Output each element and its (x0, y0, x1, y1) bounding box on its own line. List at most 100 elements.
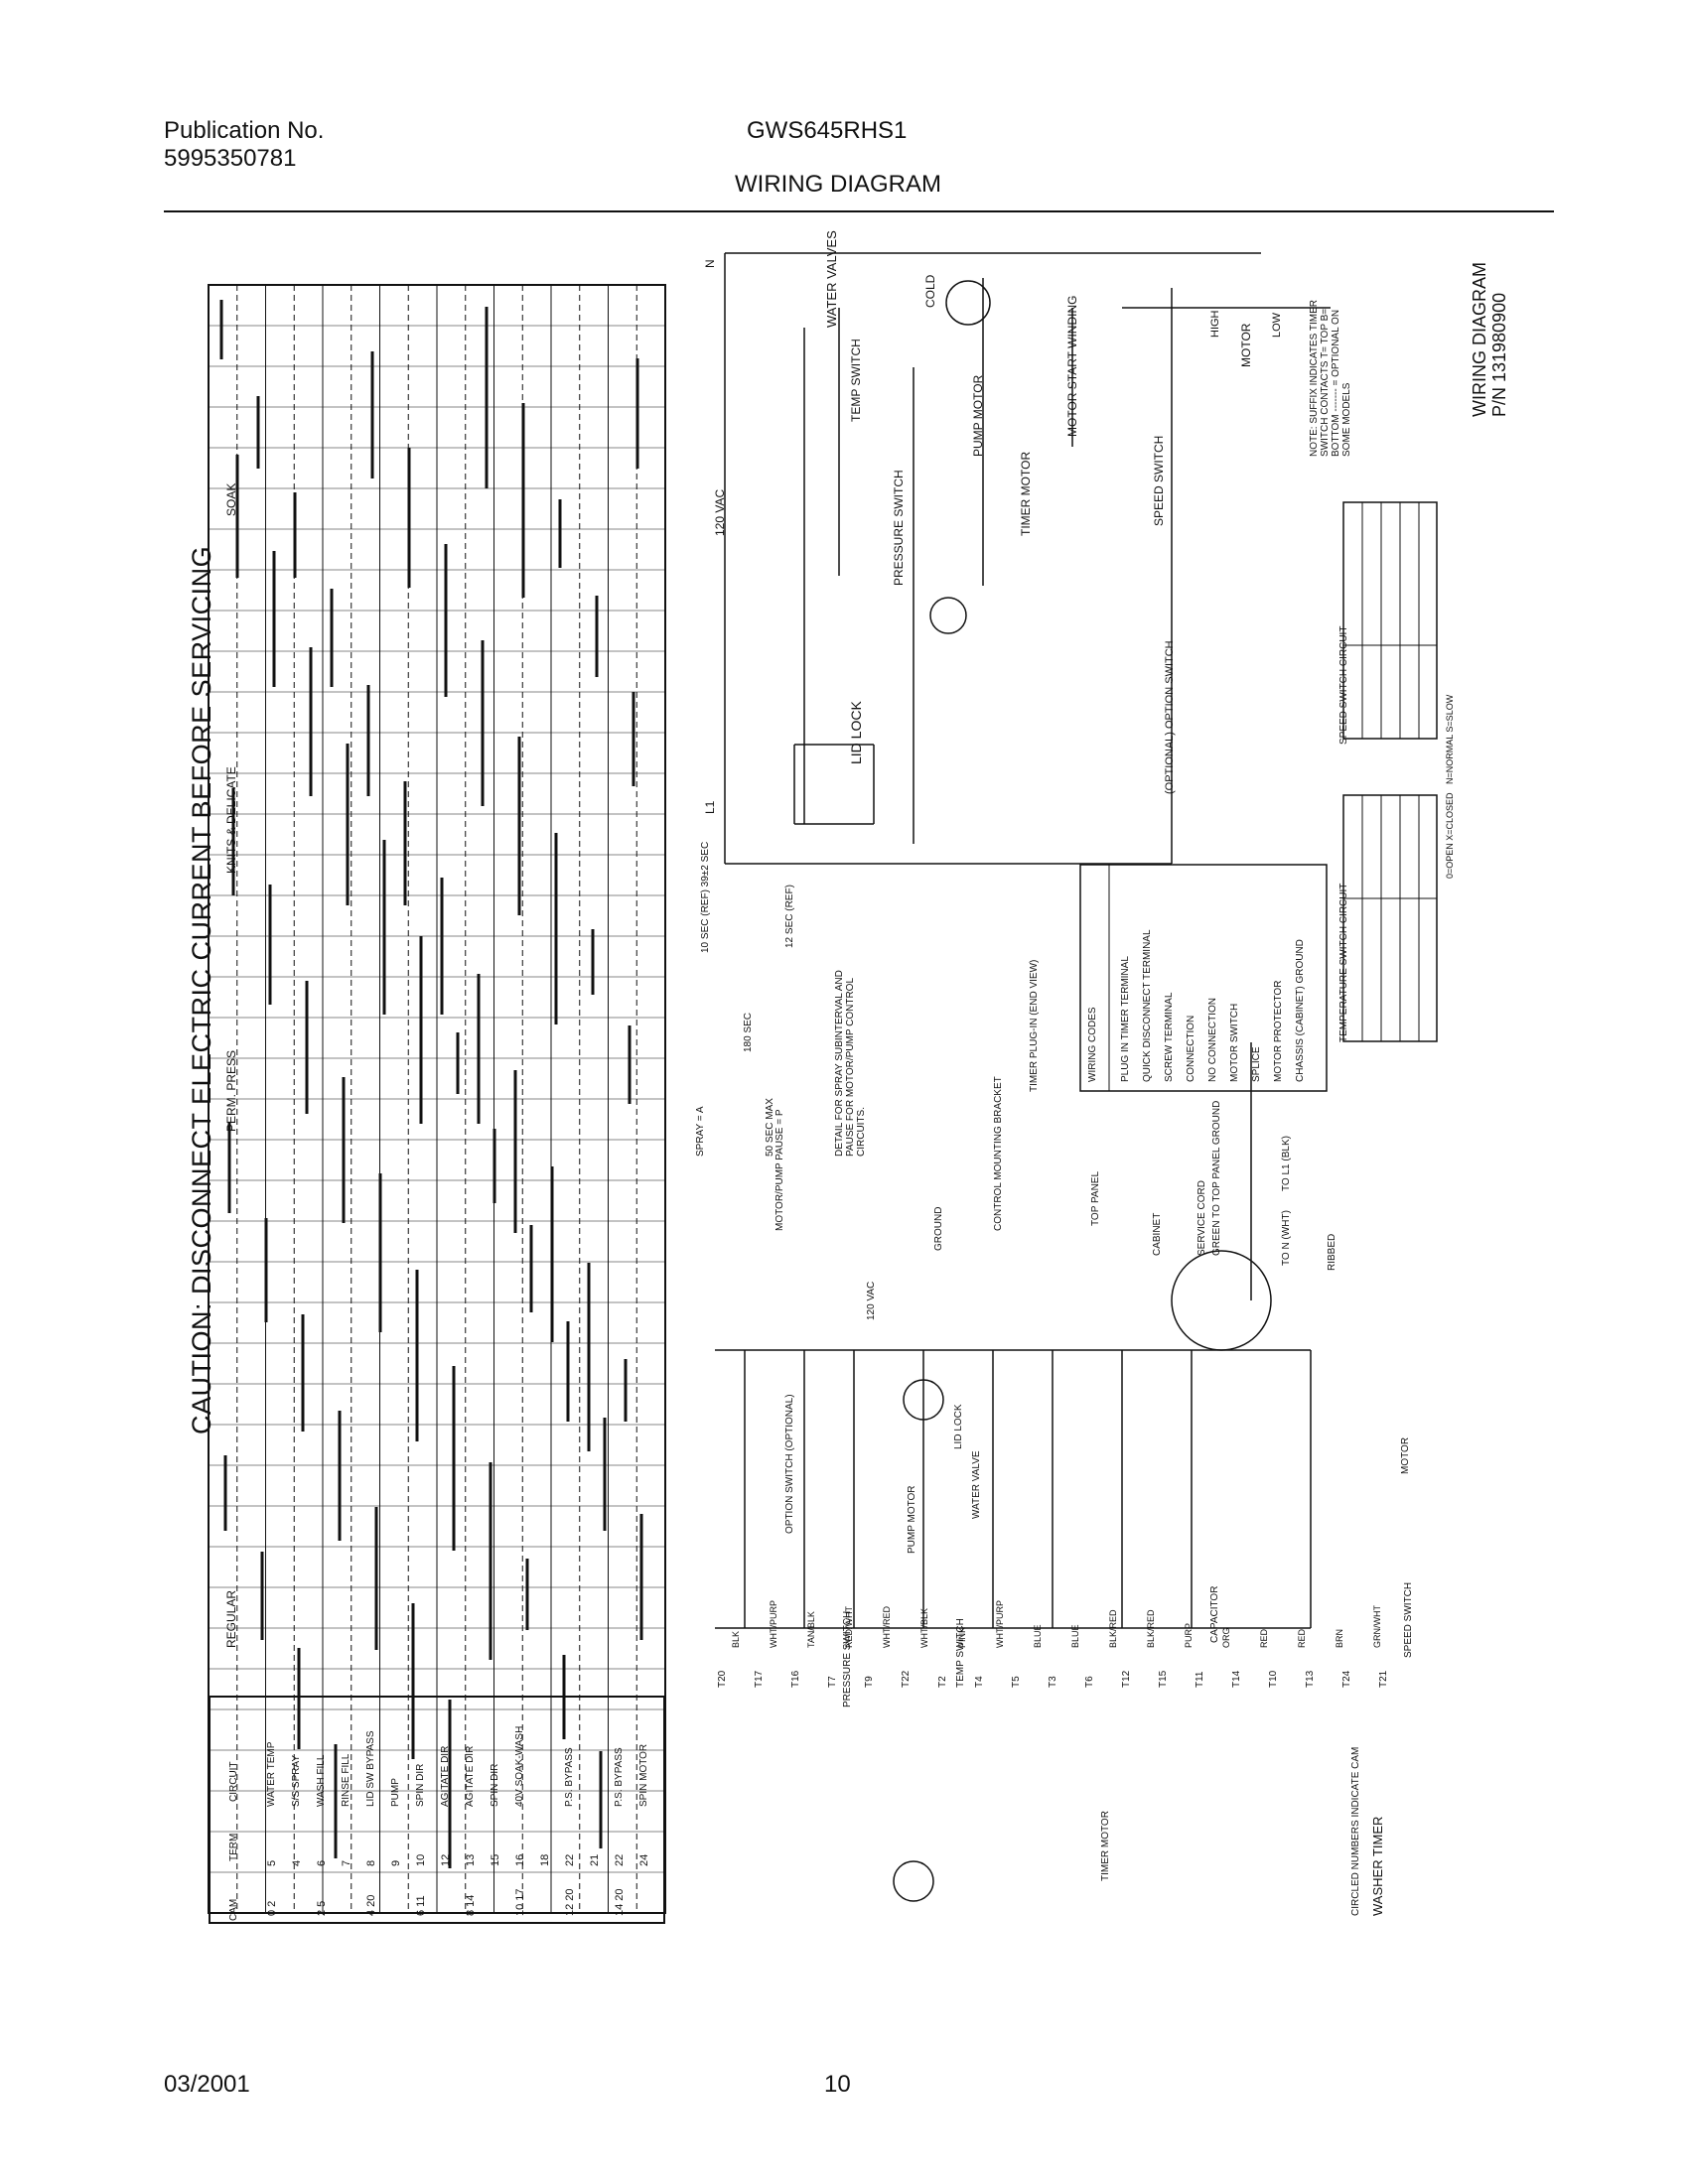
wiring-codes-box (1079, 864, 1328, 1092)
timer-terminal: T7 (827, 1676, 838, 1688)
wiring-schematic (715, 252, 1331, 1902)
circuit-term: 6 (316, 1859, 328, 1866)
wire-color-label: WHT/RED (882, 1606, 892, 1648)
diagram-title-2: P/N 131980900 (1489, 292, 1509, 417)
cycle-perm-press: PERM. PRESS (224, 1049, 238, 1132)
pump-motor-label: PUMP MOTOR (971, 374, 985, 457)
timer-terminal: T9 (864, 1676, 875, 1688)
circuit-name: S/S SPRAY (291, 1754, 302, 1807)
circuit-term: 24 (638, 1853, 650, 1866)
document-title: WIRING DIAGRAM (735, 171, 941, 198)
timer-plug-label: TIMER PLUG-IN (END VIEW) (1029, 959, 1040, 1092)
motor-start-winding-label: MOTOR START WINDING (1065, 295, 1079, 437)
timer-terminal: T24 (1341, 1670, 1352, 1688)
circuit-name: SPIN DIR (490, 1763, 500, 1807)
harness-option-switch-label: OPTION SWITCH (OPTIONAL) (784, 1394, 795, 1534)
green-ground-label: GREEN TO TOP PANEL GROUND (1211, 1100, 1222, 1256)
timer-terminal: T17 (754, 1670, 765, 1688)
wire-color-label: WHT/PURP (995, 1600, 1005, 1648)
circuit-term: 22 (564, 1853, 576, 1866)
temp-switch-label: TEMP SWITCH (849, 339, 863, 422)
spray-detail-2: 12 SEC (REF) (784, 885, 795, 948)
pressure-switch-label: PRESSURE SWITCH (892, 470, 906, 586)
suffix-note: NOTE: SUFFIX INDICATES TIMER SWITCH CONT… (1309, 300, 1352, 457)
footer-page: 10 (824, 2071, 851, 2098)
circuit-cam: 14 20 (614, 1888, 626, 1916)
circuit-table-header: CIRCUIT (228, 1761, 239, 1802)
timer-terminal: T21 (1378, 1670, 1389, 1688)
motor-label: MOTOR (1239, 323, 1253, 367)
wire-color-label: BLUE (1033, 1624, 1043, 1648)
timer-terminal: T12 (1121, 1670, 1132, 1688)
circuit-cam: 0 2 (266, 1900, 278, 1916)
harness-water-valve-label: WATER VALVE (971, 1450, 982, 1519)
circuit-term: 4 (291, 1859, 303, 1866)
circuit-term: 8 (365, 1859, 377, 1866)
washer-timer-label: WASHER TIMER (1370, 1816, 1385, 1916)
circuit-name: AGITATE DIR (440, 1745, 451, 1807)
l1-label: L1 (703, 800, 717, 814)
option-switch-label: (OPTIONAL) OPTION SWITCH (1164, 640, 1176, 794)
wiring-code-9: CHASSIS (CABINET) GROUND (1295, 939, 1306, 1082)
v120-label: 120 VAC (713, 488, 727, 536)
water-valves-label: WATER VALVES (824, 230, 839, 328)
circuit-table-header: TERM (228, 1833, 239, 1861)
spray-detail-3: 180 SEC (743, 1012, 754, 1052)
cycle-regular: REGULAR (224, 1589, 238, 1648)
cabinet-label: CABINET (1152, 1212, 1163, 1256)
circuit-name: P.S. BYPASS (614, 1747, 625, 1807)
circuit-term: 10 (415, 1853, 427, 1866)
wiring-code-6: MOTOR SWITCH (1229, 1003, 1240, 1082)
timer-motor-label: TIMER MOTOR (1019, 451, 1033, 536)
circuit-name: WASH FILL (316, 1754, 327, 1807)
timer-terminal: T14 (1231, 1670, 1242, 1688)
spray-detail-desc: DETAIL FOR SPRAY SUBINTERVAL AND PAUSE F… (834, 970, 867, 1157)
circuit-name: SPIN MOTOR (638, 1743, 649, 1807)
wiring-code-4: CONNECTION (1186, 1015, 1196, 1082)
wiring-code-2: QUICK DISCONNECT TERMINAL (1142, 929, 1153, 1082)
to-l1-label: TO L1 (BLK) (1281, 1136, 1292, 1191)
spray-a-label: SPRAY = A (695, 1106, 706, 1158)
cord-v120-label: 120 VAC (866, 1281, 877, 1320)
circuit-term: 12 (440, 1853, 452, 1866)
harness-speed-switch-label: SPEED SWITCH (1403, 1581, 1414, 1658)
ribbed-label: RIBBED (1327, 1233, 1337, 1271)
lid-lock-label: LID LOCK (848, 701, 864, 764)
timer-terminal: T5 (1011, 1676, 1022, 1688)
cycle-knits: KNITS & DELICATE (224, 766, 238, 874)
capacitor-label: CAPACITOR (1209, 1585, 1220, 1643)
ground-label: GROUND (933, 1206, 944, 1251)
wire-color-label: WHT/BLK (919, 1607, 929, 1648)
n-label: N (703, 259, 717, 268)
circuit-term: 7 (341, 1859, 352, 1866)
timer-terminal: T4 (974, 1676, 985, 1688)
circuit-term: 13 (465, 1853, 477, 1866)
circuit-cam: 10 17 (514, 1888, 526, 1916)
timer-terminal: T13 (1305, 1670, 1316, 1688)
timer-terminal: T22 (901, 1670, 912, 1688)
wire-color-label: RED (1259, 1628, 1269, 1648)
motor-pause-label: MOTOR/PUMP PAUSE = P (774, 1109, 785, 1231)
wiring-code-5: NO CONNECTION (1207, 998, 1218, 1082)
circuit-name: WATER TEMP (266, 1741, 277, 1807)
circled-numbers-label: CIRCLED NUMBERS INDICATE CAM (1350, 1746, 1361, 1916)
timer-terminal: T20 (717, 1670, 728, 1688)
circuit-term: 15 (490, 1853, 501, 1866)
harness-timer-motor-label: TIMER MOTOR (1100, 1811, 1111, 1881)
circuit-term: 22 (614, 1853, 626, 1866)
harness-motor-label: MOTOR (1400, 1436, 1411, 1474)
circuit-term: 16 (514, 1853, 526, 1866)
circuit-cam: 6 11 (415, 1895, 427, 1916)
timer-terminal: T10 (1268, 1670, 1279, 1688)
footer-date: 03/2001 (164, 2071, 250, 2098)
circuit-name: 40V SOAK-WASH (514, 1725, 525, 1807)
circuit-cam: 8 14 (465, 1894, 477, 1916)
circuit-name: RINSE FILL (341, 1753, 352, 1807)
wire-color-label: BLUE (1070, 1624, 1080, 1648)
circuit-name: LID SW BYPASS (365, 1730, 376, 1807)
circuit-name: AGITATE DIR (465, 1745, 476, 1807)
wire-color-label: PURP (1184, 1622, 1194, 1648)
timer-terminal: T6 (1084, 1676, 1095, 1688)
circuit-name: SPIN DIR (415, 1763, 426, 1807)
low-label: LOW (1271, 312, 1283, 338)
